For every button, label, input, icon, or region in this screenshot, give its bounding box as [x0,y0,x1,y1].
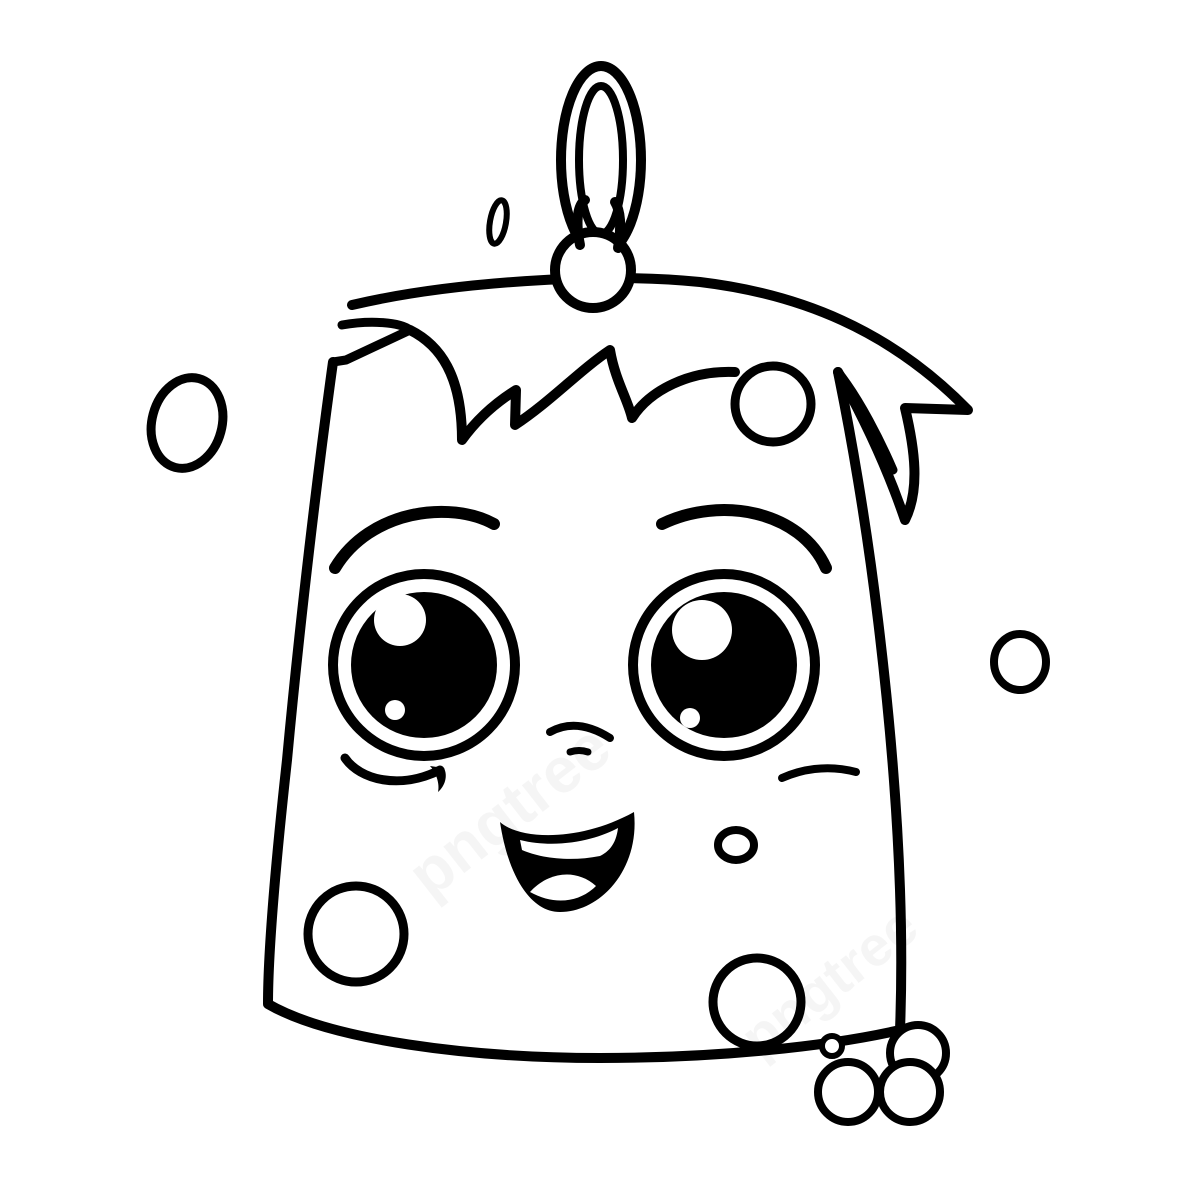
hair-tuft-left [405,325,740,445]
right-eye [628,569,820,761]
left-eye [328,569,520,761]
bubble-floating-left [146,373,228,473]
left-cheek-accent [430,766,446,792]
cluster-bubble-tiny [819,1033,845,1059]
right-eye-outer-ring [628,569,820,761]
sponge-top-flap [347,273,973,525]
connector-ring-loop-crossing [572,195,626,253]
bubble-top-right [730,361,816,447]
bubble-bottom-right [708,953,806,1051]
cluster-bubble-right [876,1058,944,1126]
nose-nostril [566,747,592,756]
right-cheek-line [778,764,860,782]
cluster-bubble-left [814,1058,882,1126]
hair-tuft-right [833,367,898,475]
drop-floating-top [486,197,510,247]
left-cheek-line [340,753,445,786]
sponge-body-outline [263,357,907,1063]
right-eyebrow [656,504,832,574]
bubble-small-cheek [714,826,758,864]
mouth [500,812,635,912]
right-eye-highlight-large [672,600,732,660]
right-eye-highlight-small [680,708,700,728]
connector-ring [550,227,636,313]
mouth-tongue [530,874,596,901]
bubble-bottom-left [303,881,409,987]
sponge-flap-inner-edge [328,317,415,367]
left-eye-highlight-small [385,700,405,720]
bubble-cluster-bottom [814,1021,950,1126]
left-eye-outer-ring [328,569,520,761]
mouth-teeth [520,828,618,859]
watermark: pngtree pngtree [394,710,929,1070]
nose [546,721,614,756]
bubble-floating-right [990,630,1050,694]
left-eyebrow [329,505,500,574]
left-eye-highlight-large [374,594,426,646]
nose-bridge [546,721,614,742]
